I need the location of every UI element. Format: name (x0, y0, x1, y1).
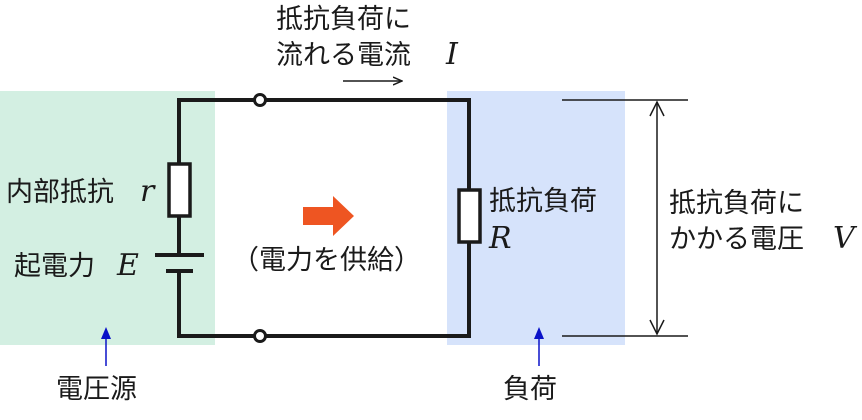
load-resistor-symbol: R (488, 221, 512, 256)
internal-resistor-symbol (167, 162, 192, 218)
source-region-label: 電圧源 (56, 374, 137, 405)
current-symbol: I (445, 37, 459, 72)
internal-resistance-symbol: r (140, 174, 156, 209)
load-region-label: 負荷 (503, 374, 557, 405)
current-label-line2: 流れる電流 (276, 40, 411, 71)
voltage-label-line1: 抵抗負荷に (669, 188, 804, 219)
power-supply-label: （電力を供給） (232, 245, 421, 276)
load-region-pointer (534, 327, 544, 366)
internal-resistance-label: 内部抵抗 (6, 177, 114, 208)
current-label-line1: 抵抗負荷に (276, 4, 411, 35)
circuit-wires (177, 98, 471, 338)
terminal-bottom (253, 329, 267, 343)
voltage-source-region (0, 91, 215, 345)
voltage-label-line2: かかる電圧 (669, 224, 804, 255)
emf-symbol: E (116, 248, 139, 283)
voltage-double-arrow (649, 100, 665, 336)
voltage-symbol: V (833, 221, 858, 256)
power-flow-arrow (303, 196, 354, 236)
emf-label: 起電力 (14, 251, 95, 282)
terminal-top (253, 93, 267, 107)
load-resistor-label: 抵抗負荷 (489, 186, 597, 217)
load-resistor-symbol (457, 188, 482, 244)
source-region-pointer (101, 327, 111, 366)
